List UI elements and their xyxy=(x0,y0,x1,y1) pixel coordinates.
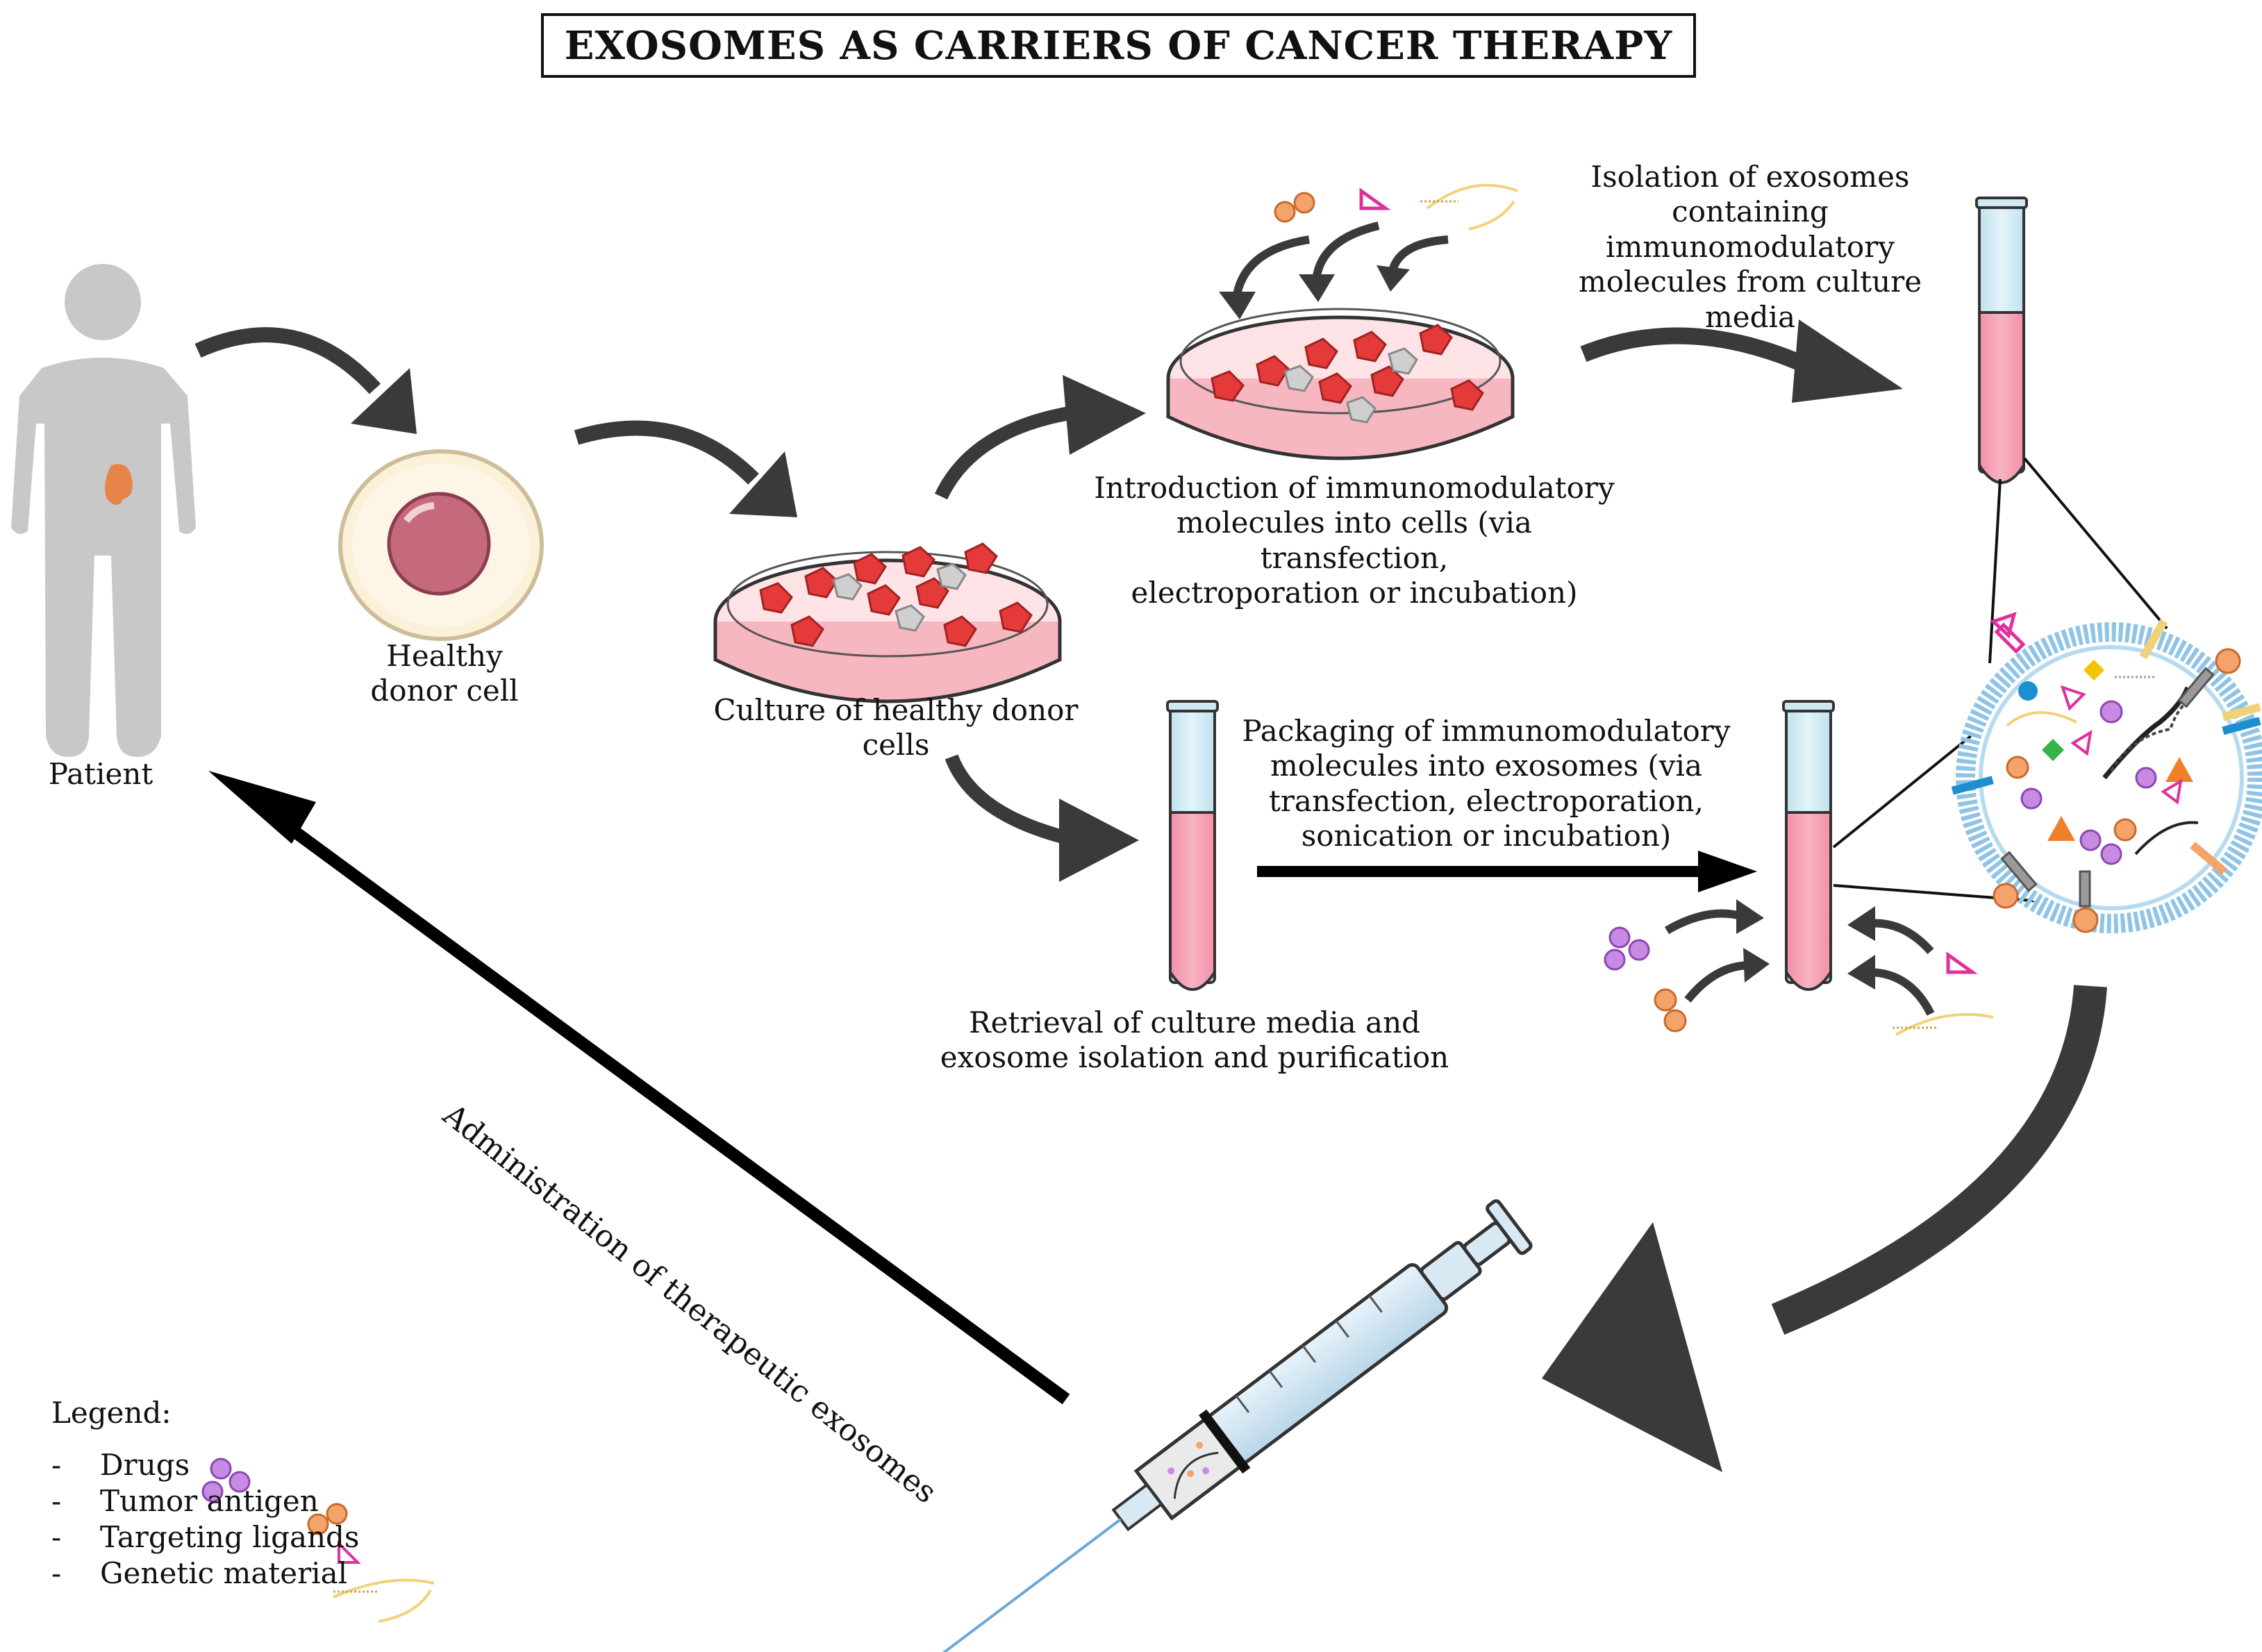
legend-label: Drugs xyxy=(100,1447,190,1482)
big-curved-arrow-to-syringe xyxy=(1542,985,2107,1472)
label-isolation: Isolation of exosomes containing immunom… xyxy=(1578,160,1922,334)
curved-arrow-patient-to-cell xyxy=(194,327,417,434)
legend-label: Tumor antigen xyxy=(100,1483,319,1518)
culture-dish xyxy=(713,542,1062,703)
small-arrows-into-packaging-tube xyxy=(1664,899,1935,1016)
label-packaging: Packaging of immunomodulatory molecules … xyxy=(1242,714,1731,853)
isolation-tube xyxy=(1975,197,2028,484)
small-arrows-into-dish xyxy=(1219,222,1449,319)
label-healthy-donor-cell: Healthy donor cell xyxy=(370,639,519,708)
syringe xyxy=(875,1199,1533,1652)
healthy-donor-cell xyxy=(338,449,544,641)
curved-arrow-cell-to-dish xyxy=(574,420,797,517)
retrieval-tube xyxy=(1166,700,1219,991)
patient-figure xyxy=(11,264,196,757)
label-retrieval: Retrieval of culture media and exosome i… xyxy=(940,1006,1449,1075)
legend: Legend: - Drugs - Tumor antigen - Target… xyxy=(51,1396,360,1591)
legend-label: Targeting ligands xyxy=(100,1519,360,1554)
page-title: EXOSOMES AS CARRIERS OF CANCER THERAPY xyxy=(541,13,1696,78)
straight-arrow-to-packaging xyxy=(1257,851,1757,892)
drugs-icon xyxy=(201,1458,251,1503)
tumor-antigen-icon xyxy=(307,1503,348,1535)
legend-header: Legend: xyxy=(51,1396,172,1430)
transfected-dish xyxy=(1166,308,1515,460)
legend-item-genetic-material: - Genetic material xyxy=(51,1555,348,1590)
label-introduction: Introduction of immunomodulatory molecul… xyxy=(1094,471,1615,610)
legend-item-tumor-antigen: - Tumor antigen xyxy=(51,1483,319,1518)
curved-arrow-dish-to-isolation-tube xyxy=(1580,319,1903,403)
targeting-ligand-icon xyxy=(338,1540,361,1564)
administration-arrow xyxy=(208,771,1070,1405)
curved-arrow-dish-to-upper-dish xyxy=(934,375,1146,500)
legend-item-targeting-ligands: - Targeting ligands xyxy=(51,1519,360,1554)
molecules-above-dish xyxy=(1274,183,1518,231)
label-culture: Culture of healthy donor cells xyxy=(713,693,1079,762)
legend-label: Genetic material xyxy=(100,1555,348,1590)
curved-arrow-dish-to-tube xyxy=(945,754,1139,882)
packaging-tube xyxy=(1782,700,1835,991)
legend-item-drugs: - Drugs xyxy=(51,1447,190,1482)
exosome-vesicle xyxy=(1951,612,2262,933)
genetic-material-icon xyxy=(333,1578,435,1623)
label-patient: Patient xyxy=(48,757,153,791)
molecules-around-packaging-tube xyxy=(1604,926,1994,1036)
